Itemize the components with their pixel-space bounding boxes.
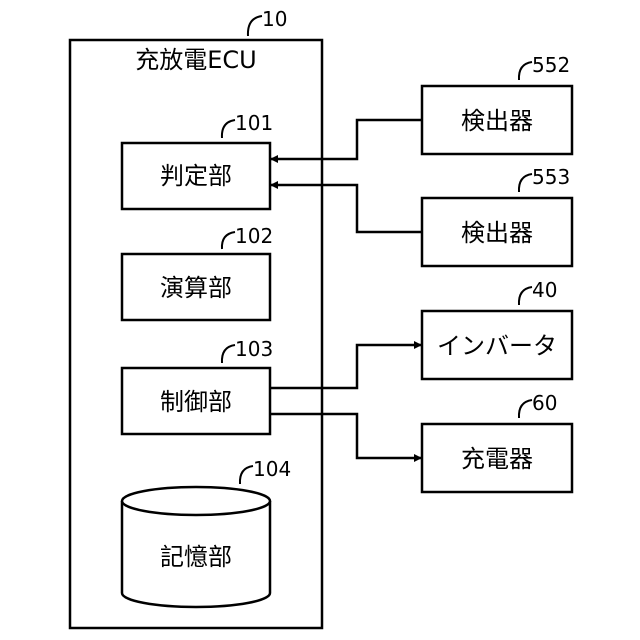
control-unit-ref: 103 — [235, 337, 273, 361]
charger-label: 充電器 — [461, 445, 533, 473]
storage-unit-ref: 104 — [253, 457, 291, 481]
ecu-ref-leader — [248, 16, 262, 36]
storage-unit-label: 記憶部 — [160, 543, 232, 571]
detector-552: 検出器 552 — [422, 53, 572, 154]
calculation-unit-ref: 102 — [235, 224, 273, 248]
detector-552-label: 検出器 — [461, 107, 533, 135]
determination-unit-label: 判定部 — [160, 162, 232, 190]
storage-cylinder-top — [122, 487, 270, 515]
inverter-ref: 40 — [532, 278, 557, 302]
detector-553-label: 検出器 — [461, 219, 533, 247]
determination-unit-ref: 101 — [235, 111, 273, 135]
inverter-40: インバータ 40 — [422, 278, 572, 379]
charger-ref-leader — [519, 400, 532, 418]
calculation-unit-label: 演算部 — [160, 274, 232, 302]
charger-60: 充電器 60 — [422, 391, 572, 492]
detector-553-ref-leader — [519, 174, 532, 192]
detector-553: 検出器 553 — [422, 165, 572, 266]
inverter-ref-leader — [519, 287, 532, 305]
detector-552-ref-leader — [519, 62, 532, 80]
inverter-label: インバータ — [437, 332, 557, 360]
ecu-ref: 10 — [262, 7, 287, 31]
charger-ref: 60 — [532, 391, 557, 415]
detector-553-ref: 553 — [532, 165, 570, 189]
detector-552-ref: 552 — [532, 53, 570, 77]
control-unit-label: 制御部 — [160, 388, 232, 416]
ecu-title: 充放電ECU — [135, 46, 257, 74]
